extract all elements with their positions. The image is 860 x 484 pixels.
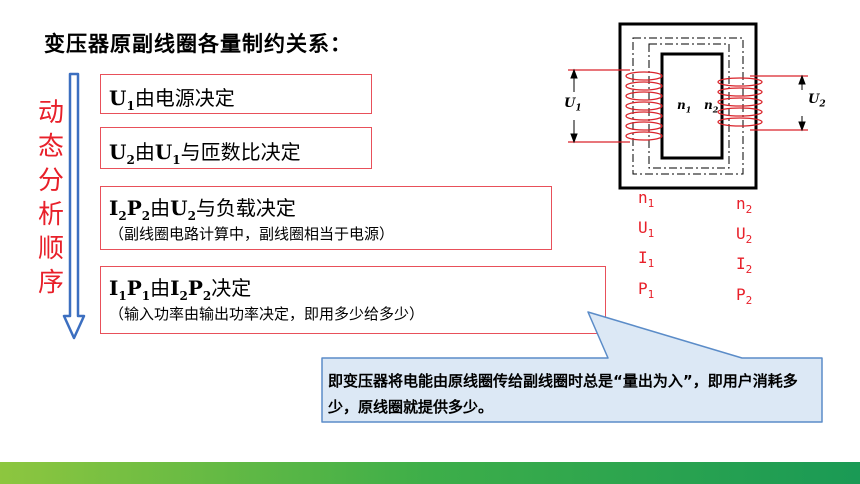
secondary-symbol: U2 xyxy=(736,224,753,247)
analysis-order-label: 动 态 分 析 顺 序 xyxy=(36,96,66,300)
relation-i1p1-text: I1P1由I2P2决定 xyxy=(109,276,252,303)
primary-symbol: I1 xyxy=(638,248,655,271)
side-label-char: 动 xyxy=(37,98,64,128)
footer-bar xyxy=(0,462,860,484)
side-label-char: 顺 xyxy=(37,234,64,264)
n2-label: n2 xyxy=(704,98,719,115)
relation-i2p2-note: （副线圈电路计算中，副线圈相当于电源） xyxy=(109,225,395,243)
relation-box-u2: U2由U1与匝数比决定 xyxy=(100,127,372,169)
relation-u1-text: U1由电源决定 xyxy=(109,86,235,113)
relation-i1p1-note: （输入功率由输出功率决定，即用多少给多少） xyxy=(109,305,425,323)
page-title: 变压器原副线圈各量制约关系： xyxy=(44,32,352,56)
transformer-diagram xyxy=(568,22,808,190)
u1-label: U1 xyxy=(564,96,582,114)
primary-symbol: P1 xyxy=(638,278,655,301)
side-label-char: 分 xyxy=(37,166,64,196)
relation-box-i1p1: I1P1由I2P2决定 （输入功率由输出功率决定，即用多少给多少） xyxy=(100,266,606,334)
primary-symbol: n1 xyxy=(638,188,655,211)
secondary-symbol: n2 xyxy=(736,194,753,217)
relation-box-u1: U1由电源决定 xyxy=(100,74,372,114)
secondary-quantities: n2 U2 I2 P2 xyxy=(736,192,752,313)
down-arrow-icon xyxy=(62,72,86,340)
u2-label: U2 xyxy=(808,92,826,110)
primary-symbol: U1 xyxy=(638,218,655,241)
side-label-char: 析 xyxy=(37,200,64,230)
n1-label: n1 xyxy=(677,98,692,115)
callout-text: 即变压器将电能由原线圈传给副线圈时总是“量出为入”，即用户消耗多少，原线圈就提供… xyxy=(328,372,798,416)
relation-box-i2p2: I2P2由U2与负载决定 （副线圈电路计算中，副线圈相当于电源） xyxy=(100,186,552,250)
side-label-char: 态 xyxy=(37,132,64,162)
primary-quantities: n1 U1 I1 P1 xyxy=(638,186,654,307)
relation-i2p2-text: I2P2由U2与负载决定 xyxy=(109,196,296,223)
side-label-char: 序 xyxy=(37,268,64,298)
relation-u2-text: U2由U1与匝数比决定 xyxy=(109,140,301,167)
secondary-symbol: P2 xyxy=(736,284,753,307)
secondary-symbol: I2 xyxy=(736,254,753,277)
